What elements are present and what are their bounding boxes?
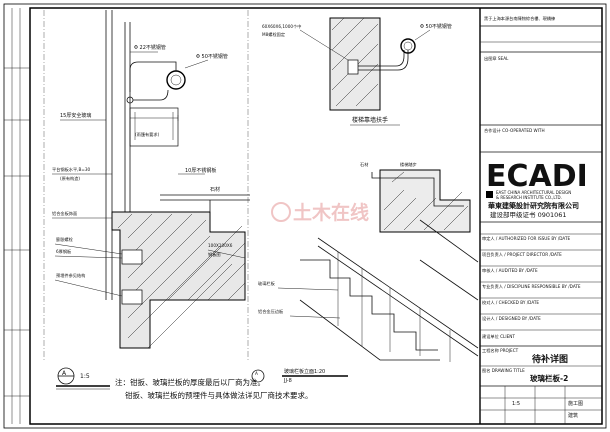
scale-value: 1:5 (512, 401, 520, 407)
sign-row-1: 审定人 / AUTHORIZED FOR ISSUE BY /DATE (482, 235, 571, 242)
sign-row-5: 校对人 / CHECKED BY /DATE (482, 299, 539, 306)
glass-panels (337, 252, 451, 362)
sheet-border-outer (3, 3, 607, 429)
revision-strip (4, 8, 30, 424)
label-plate: 6厚钢板 (56, 248, 72, 255)
elevation-title: 玻璃栏板立面1:20 (284, 368, 325, 375)
floor-slab (111, 211, 246, 349)
company-cn: 華東建築設計研究院有限公司 (488, 201, 579, 210)
note-line-1: 注：钳扳、玻璃拦板的厚度最后以厂商为准。 (115, 377, 265, 387)
section-a-detail: Φ 22不锈钢管 Φ 50不锈钢管 15厚安全玻璃 (雨篷有要求) 10厚不锈钢… (52, 10, 313, 400)
slab-hatch (117, 213, 246, 349)
sign-row-6: 设计人 / DESIGNED BY /DATE (482, 315, 541, 322)
label-dim2: 钢板图 (208, 251, 221, 258)
drawing-title-label: 图名 DRAWING TITLE (482, 367, 525, 374)
label-anchor: 膨胀螺栓 (56, 236, 74, 243)
glass-elevation: 玻璃栏板 铝合金压边板 A 玻璃栏板立面1:20 JJ-8 (251, 219, 479, 384)
label-stone: 石材 (210, 186, 220, 193)
section-a-labels: Φ 22不锈钢管 Φ 50不锈钢管 15厚安全玻璃 (雨篷有要求) 10厚不锈钢… (52, 44, 246, 297)
sign-row-2: 项目负责人 / PROJECT DIRECTOR /DATE (482, 251, 562, 258)
cooperation-label: 合作设计 CO-OPERATED WITH (484, 127, 545, 134)
label-stair: 楼梯靠墙扶手 (352, 116, 388, 124)
company-en-2: & RESEARCH INSTITUTE CO.,LTD. (496, 195, 562, 200)
label-glass-panel: 玻璃栏板 (258, 280, 276, 287)
label-glass-panel-2: 铝合金压边板 (258, 308, 284, 315)
note-line-2: 钳扳、玻璃拦板的预埋件与具体做法详见厂商技术要求。 (125, 390, 313, 400)
section-a-marker: A (62, 370, 67, 377)
section-a-scale: 1:5 (80, 373, 90, 380)
client-label: 建设单位 CLIENT (482, 333, 515, 340)
label-top: 60X60X6,1000个中 (262, 23, 301, 30)
label-platform-2: (原有构造) (60, 175, 80, 182)
label-glass: 15厚安全玻璃 (60, 112, 91, 119)
logo-mark (486, 191, 493, 198)
handrail-bracket (129, 107, 179, 147)
stair-stone-detail: 石材 楼梯踏步 (360, 161, 471, 233)
phase-value: 施工图 (568, 400, 583, 407)
label-wall-pipe: Φ 50不锈钢管 (420, 23, 452, 30)
project-label: 工程名称 PROJECT (482, 347, 519, 354)
sign-row-3: 审核人 / AUDITED BY /DATE (482, 267, 538, 274)
label-stair-stone: 石材 (360, 161, 368, 168)
label-glass-note: (雨篷有要求) (135, 131, 160, 138)
label-platform: 平台钢板水平,B=30 (52, 166, 91, 173)
label-embed: 预埋件参见结构 (56, 272, 85, 279)
drawing-title: 玻璃栏板-2 (530, 373, 568, 383)
seal-label: 出图章 SEAL (484, 55, 509, 62)
watermark: 土木在线 (271, 201, 369, 224)
discipline-value: 建筑 (568, 412, 578, 419)
section-j-a: A (255, 371, 258, 376)
company-phone: 建设部甲级证书 0901061 (490, 210, 567, 219)
company-en-1: EAST CHINA ARCHITECTURAL DESIGN (496, 190, 571, 195)
sign-row-4: 专业负责人 / DISCIPLINE RESPONSIBLE BY /DATE (482, 283, 581, 290)
label-stair-tread: 楼梯踏步 (400, 161, 417, 168)
company-logo: ECADI (486, 159, 588, 194)
label-dim1: 100X100X6 (208, 243, 233, 248)
signature-rows: 审定人 / AUTHORIZED FOR ISSUE BY /DATE 项目负责… (480, 233, 602, 331)
label-10ss: 10厚不锈钢板 (185, 167, 216, 174)
label-ss-pipe: Φ 22不锈钢管 (134, 44, 166, 51)
title-block: 黑于上海本源台南陳物綜合樓、現橋練 出图章 SEAL 合作设计 CO-OPERA… (479, 8, 602, 424)
wall-handrail-detail: Φ 50不锈钢管 60X60X6,1000个中 M8螺栓固定 楼梯靠墙扶手 (262, 17, 452, 126)
label-ss-pipe-50: Φ 50不锈钢管 (196, 53, 228, 60)
project-header: 黑于上海本源台南陳物綜合樓、現橋練 (484, 15, 556, 22)
section-j-label: JJ-8 (283, 378, 292, 384)
label-al: 铝合金板饰面 (52, 210, 77, 217)
watermark-text: 土木在线 (293, 201, 369, 224)
sheet-border-inner (29, 7, 603, 425)
project-name: 待补详图 (532, 353, 568, 365)
label-top-2: M8螺栓固定 (262, 31, 285, 38)
